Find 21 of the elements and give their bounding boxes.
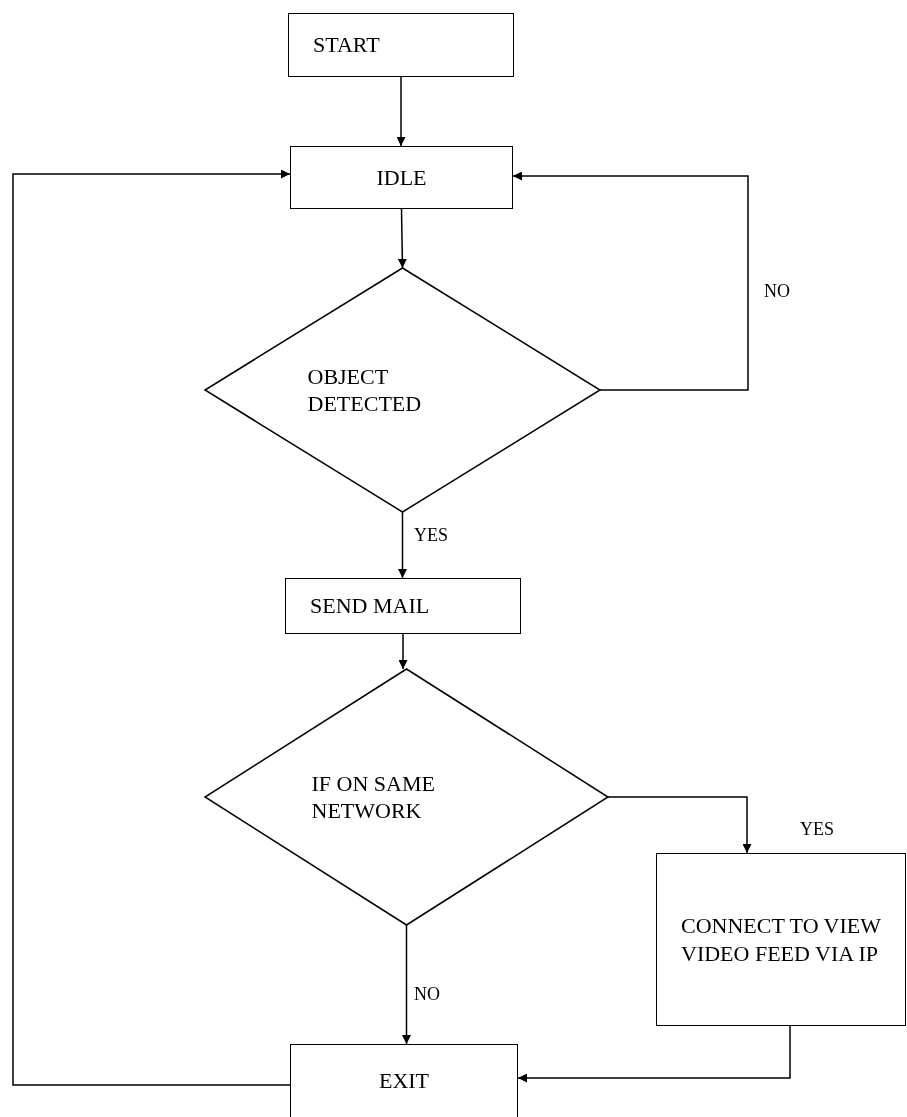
process-box — [656, 853, 906, 1026]
process-box — [290, 146, 513, 209]
arrow — [512, 171, 749, 391]
node-label: IDLE — [376, 163, 427, 192]
node-label: IF ON SAME NETWORK — [311, 769, 436, 825]
process-box — [288, 13, 514, 77]
arrow — [607, 796, 752, 854]
arrow — [396, 76, 406, 147]
node-label: OBJECT DETECTED — [307, 362, 423, 418]
node-label: START — [313, 31, 380, 59]
arrow — [402, 924, 411, 1045]
arrow — [398, 633, 408, 670]
node-label: SEND MAIL — [310, 592, 430, 620]
arrow — [398, 511, 407, 579]
arrow — [397, 208, 407, 269]
arrow — [517, 1025, 791, 1083]
node-label: CONNECT TO VIEW VIDEO FEED VIA IP — [681, 912, 881, 967]
process-box — [285, 578, 521, 634]
process-box — [290, 1044, 518, 1117]
arrow — [12, 169, 291, 1086]
node-label: EXIT — [378, 1067, 430, 1095]
